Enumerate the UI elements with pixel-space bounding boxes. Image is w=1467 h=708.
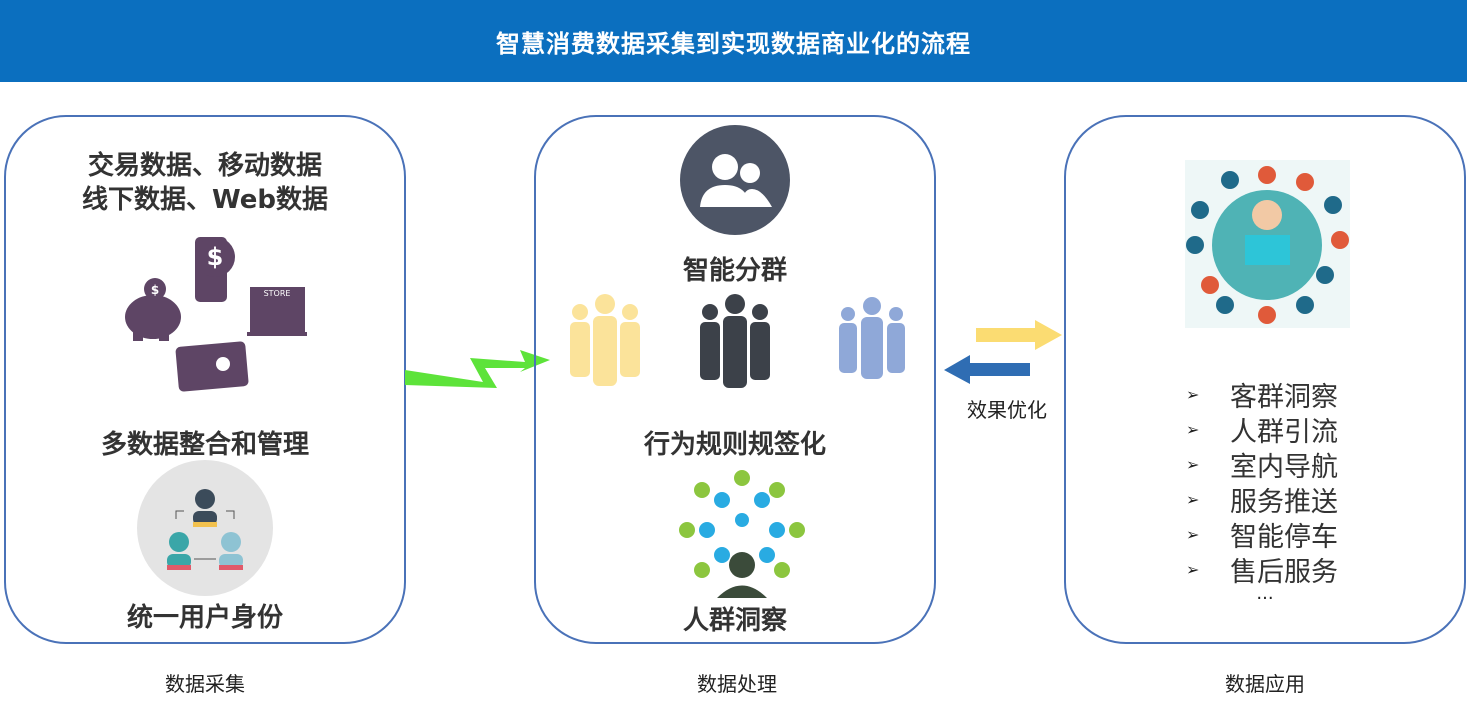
user-identity-icon xyxy=(137,460,273,596)
identity-label: 统一用户身份 xyxy=(126,603,284,633)
page-title: 智慧消费数据采集到实现数据商业化的流程 xyxy=(496,29,971,58)
arrow-bullet-icon: ➢ xyxy=(1186,560,1200,579)
arrow-bullet-icon: ➢ xyxy=(1186,420,1200,439)
list-item: ➢人群引流 xyxy=(1186,417,1338,448)
piggy-bank-icon xyxy=(125,278,181,341)
tagging-label: 行为规则规签化 xyxy=(643,430,827,460)
crowd-insight-icon xyxy=(679,470,805,598)
data-application-panel xyxy=(1064,115,1466,644)
list-item: ➢智能停车 xyxy=(1186,522,1338,553)
feedback-label: 效果优化 xyxy=(967,398,1047,422)
multitask-person-icon xyxy=(1185,160,1350,328)
people-groups-icon xyxy=(570,294,905,388)
list-item: ➢服务推送 xyxy=(1186,487,1338,518)
segment-label: 智能分群 xyxy=(682,256,788,286)
data-processing-panel xyxy=(534,115,936,644)
integrate-label: 多数据整合和管理 xyxy=(100,430,310,460)
svg-text:$: $ xyxy=(207,243,224,271)
apply-caption: 数据应用 xyxy=(1225,672,1305,696)
insight-label: 人群洞察 xyxy=(682,606,788,636)
list-item: ➢室内导航 xyxy=(1186,452,1338,483)
arrow-bullet-icon: ➢ xyxy=(1186,455,1200,474)
user-group-icon xyxy=(680,125,790,235)
more-ellipsis: ... xyxy=(1256,583,1274,604)
collect-caption: 数据采集 xyxy=(165,672,245,696)
forward-arrow-icon xyxy=(976,320,1062,350)
back-arrow-icon xyxy=(944,355,1030,384)
header-bar: 智慧消费数据采集到实现数据商业化的流程 xyxy=(0,0,1467,82)
arrow-bullet-icon: ➢ xyxy=(1186,385,1200,404)
green-zigzag-arrow xyxy=(405,350,550,388)
arrow-bullet-icon: ➢ xyxy=(1186,490,1200,509)
svg-text:$: $ xyxy=(151,283,159,297)
store-icon xyxy=(247,287,307,336)
collect-title-line2: 线下数据、Web数据 xyxy=(82,185,328,215)
process-caption: 数据处理 xyxy=(697,672,777,696)
feedback-arrows xyxy=(944,320,1062,384)
list-item: ➢客群洞察 xyxy=(1186,382,1338,413)
credit-card-icon xyxy=(175,341,249,392)
collect-title-line1: 交易数据、移动数据 xyxy=(87,151,323,181)
payment-icons: $ $ STORE xyxy=(125,237,307,392)
list-item: ➢售后服务 xyxy=(1186,557,1338,588)
arrow-bullet-icon: ➢ xyxy=(1186,525,1200,544)
mobile-pay-icon xyxy=(195,237,235,302)
svg-text:STORE: STORE xyxy=(264,289,291,298)
